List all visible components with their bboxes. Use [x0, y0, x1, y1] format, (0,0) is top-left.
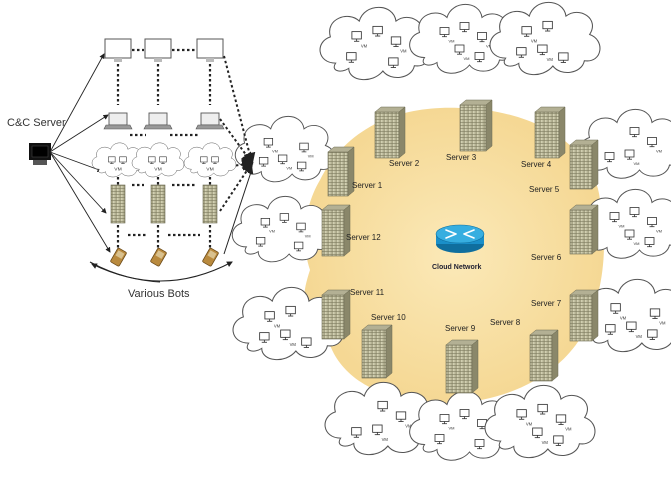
server-10-icon [362, 325, 392, 378]
server-4-icon [535, 107, 565, 158]
cc-server-label: C&C Server [7, 117, 66, 129]
server-3-icon [460, 100, 492, 151]
bot-computer-icon [197, 39, 223, 62]
server-label-4: Server 4 [521, 160, 551, 169]
vm-text: VM [114, 166, 121, 172]
various-bots-label: Various Bots [128, 288, 190, 300]
vm-text: VM [634, 161, 640, 166]
server-9-icon [446, 340, 478, 393]
cloud-network-label: Cloud Network [432, 264, 481, 271]
vm-text: VM [286, 166, 292, 170]
bot-server-icon [111, 185, 125, 223]
vm-text: VM [620, 315, 627, 320]
vm-text: VM [449, 39, 455, 44]
vm-text: VM [361, 43, 368, 48]
bot-laptop-icon [196, 113, 224, 129]
vm-text: VM [659, 321, 666, 326]
vm-text: VM [547, 57, 554, 62]
vm-text: VM [290, 342, 297, 347]
bot-computer-icon [145, 39, 171, 62]
server-label-11: Server 11 [350, 288, 384, 297]
vm-text: VM [308, 154, 314, 158]
vm-cloud: VM VM [232, 196, 331, 261]
server-8-icon [530, 330, 558, 381]
vm-text: VM [305, 234, 311, 238]
bot-server-icon [203, 185, 217, 223]
bot-phone-icon [202, 248, 219, 267]
server-label-7: Server 7 [531, 299, 561, 308]
server-2-icon [375, 107, 405, 158]
bot-laptop-icon [144, 113, 172, 129]
vm-text: VM [619, 224, 625, 229]
bot-vm-cloud: VM [132, 143, 184, 177]
bot-phone-icon [150, 248, 167, 267]
vm-text: VM [656, 229, 662, 234]
vm-text: VM [542, 440, 549, 445]
server-6-icon [570, 205, 598, 254]
server-label-5: Server 5 [529, 185, 559, 194]
bot-phone-icon [110, 248, 127, 267]
cc-server-icon [29, 143, 51, 165]
server-5-icon [570, 140, 598, 189]
botnet-area: VM VM VM [29, 39, 252, 282]
vm-text: VM [636, 334, 643, 339]
server-label-8: Server 8 [490, 318, 520, 327]
bot-vm-cloud: VM [184, 143, 236, 177]
vm-text: VM [382, 437, 389, 442]
server-label-1: Server 1 [352, 181, 382, 190]
server-label-6: Server 6 [531, 253, 561, 262]
vm-text: VM [269, 230, 275, 234]
vm-text: VM [206, 166, 213, 172]
server-1-icon [328, 147, 354, 196]
vm-cloud: VM VM VM [485, 385, 595, 457]
server-label-2: Server 2 [389, 159, 419, 168]
vm-text: VM [449, 426, 455, 431]
vm-text: VM [464, 56, 470, 61]
vm-text: VM [154, 166, 161, 172]
vm-text: VM [634, 241, 640, 246]
bot-server-icon [151, 185, 165, 223]
server-label-12: Server 12 [346, 233, 381, 242]
server-label-10: Server 10 [371, 313, 406, 322]
server-label-9: Server 9 [445, 324, 475, 333]
vm-cloud: VM VM VM [235, 116, 334, 181]
server-7-icon [570, 290, 598, 341]
vm-text: VM [526, 421, 533, 426]
router-icon [436, 225, 484, 253]
vm-text: VM [656, 149, 662, 154]
vm-text: VM [531, 38, 538, 43]
bot-computer-icon [105, 39, 131, 62]
server-label-3: Server 3 [446, 153, 476, 162]
vm-text: VM [565, 427, 572, 432]
server-11-icon [322, 290, 350, 339]
vm-text: VM [400, 49, 407, 54]
vm-cloud: VM VM [490, 2, 600, 74]
server-12-icon [322, 205, 350, 256]
vm-text: VM [272, 150, 278, 154]
vm-text: VM [274, 323, 281, 328]
